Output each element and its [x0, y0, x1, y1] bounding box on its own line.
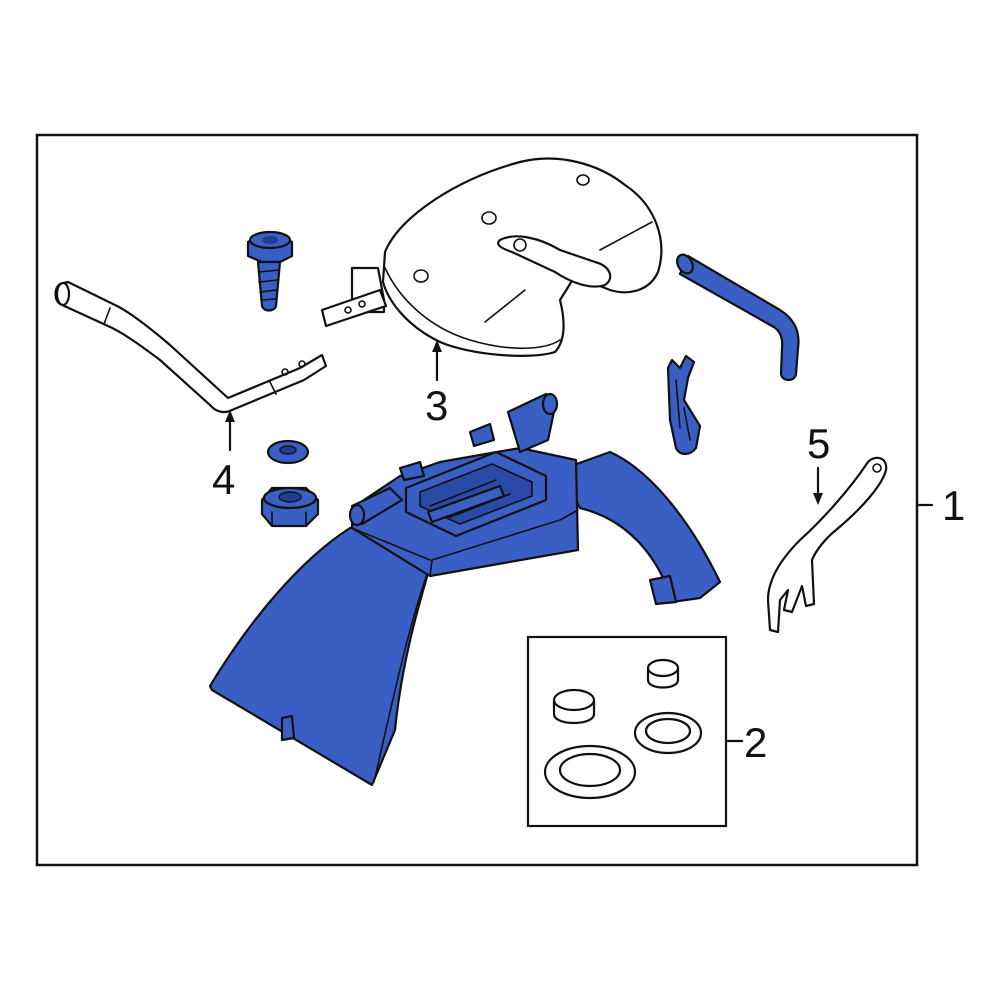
callout-labels: 1 2 3 4 5: [212, 382, 965, 766]
hair-pin-clip-part[interactable]: [666, 354, 702, 456]
large-plug: [552, 688, 596, 725]
callout-4: 4: [212, 456, 235, 503]
callout-5: 5: [807, 420, 830, 467]
hitch-head-part[interactable]: [320, 157, 663, 357]
release-handle-part[interactable]: [54, 280, 328, 414]
callout-3: 3: [425, 382, 448, 429]
callout-1: 1: [942, 482, 965, 529]
saddle-body-part[interactable]: [208, 392, 722, 787]
callout-2: 2: [744, 719, 767, 766]
bolt-part[interactable]: [246, 230, 294, 312]
plug-kit-frame: [526, 635, 728, 828]
bent-pin-part[interactable]: [674, 252, 800, 382]
plug-kit-part[interactable]: [526, 635, 728, 828]
washer-part[interactable]: [266, 439, 310, 465]
small-plug: [646, 658, 680, 689]
leader-lines: [225, 340, 934, 743]
safety-lever-part[interactable]: [766, 456, 888, 634]
assembly-frame: [35, 133, 919, 867]
nut-part[interactable]: [260, 486, 320, 528]
large-grommet: [543, 744, 637, 800]
small-grommet: [633, 711, 703, 755]
